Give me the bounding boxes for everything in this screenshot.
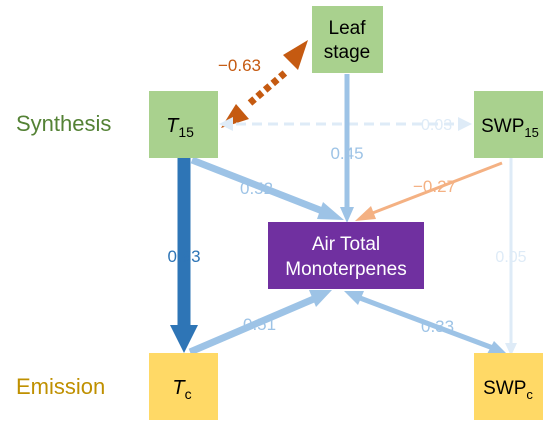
arrow-swp15-air <box>369 161 503 216</box>
coef-leaf-air: 0.45 <box>330 144 363 163</box>
arrowhead-t15-tc <box>170 325 198 353</box>
air-total-label-line2: Monoterpenes <box>285 259 406 280</box>
swpc-label: SWPc <box>483 378 533 402</box>
arrowhead-t15-pale-end <box>219 117 233 131</box>
node-tc <box>149 353 218 420</box>
tc-label: Tc <box>172 377 191 402</box>
leaf-stage-label-line2: stage <box>324 42 370 63</box>
node-air-total <box>268 222 424 289</box>
coef-t15-swp15: 0.03 <box>421 117 452 134</box>
coef-swp15-air: −0.27 <box>413 177 456 196</box>
coef-leaf-t15: −0.63 <box>218 56 261 75</box>
t15-label-sub: 15 <box>178 124 194 140</box>
node-leaf-stage <box>312 6 383 73</box>
tc-label-sub: c <box>185 386 192 402</box>
arrowhead-swp15-swpc <box>505 343 517 356</box>
arrowhead-swp15-air <box>355 206 376 221</box>
row-label-emission: Emission <box>16 374 105 399</box>
node-swp15 <box>474 91 543 158</box>
t15-label: T15 <box>166 115 194 140</box>
arrowhead-leaf-air <box>340 207 354 223</box>
arrow-swpc-air <box>359 295 494 351</box>
node-t15 <box>149 91 218 158</box>
coef-tc-air: 0.51 <box>243 315 276 334</box>
swpc-label-main: SWP <box>483 378 526 399</box>
arrow-t15-air <box>190 156 332 218</box>
swp15-label: SWP15 <box>481 116 539 140</box>
arrowhead-leaf-end <box>283 40 308 70</box>
swp15-label-sub: 15 <box>524 125 538 140</box>
t15-label-main: T <box>166 115 180 137</box>
swpc-label-sub: c <box>526 387 533 402</box>
coef-swpc-air: 0.33 <box>421 317 454 336</box>
row-label-synthesis: Synthesis <box>16 111 111 136</box>
arrowhead-t15-air <box>317 202 344 220</box>
arrow-tc-air <box>188 294 318 356</box>
coef-swp15-swpc: 0.05 <box>495 249 526 266</box>
leaf-stage-label-line1: Leaf <box>329 18 367 39</box>
arrowhead-swpc-end <box>487 341 507 354</box>
arrowhead-tc-air <box>309 290 332 307</box>
arrow-leaf-t15 <box>247 69 289 106</box>
air-total-label-line1: Air Total <box>312 234 380 255</box>
arrowhead-swp15-end <box>458 117 472 131</box>
arrowhead-air-end <box>344 291 364 305</box>
swp15-label-main: SWP <box>481 116 524 137</box>
coef-t15-tc: 0.83 <box>167 247 200 266</box>
tc-label-main: T <box>172 377 186 399</box>
node-swpc <box>474 353 543 420</box>
coef-t15-air: 0.52 <box>240 179 273 198</box>
